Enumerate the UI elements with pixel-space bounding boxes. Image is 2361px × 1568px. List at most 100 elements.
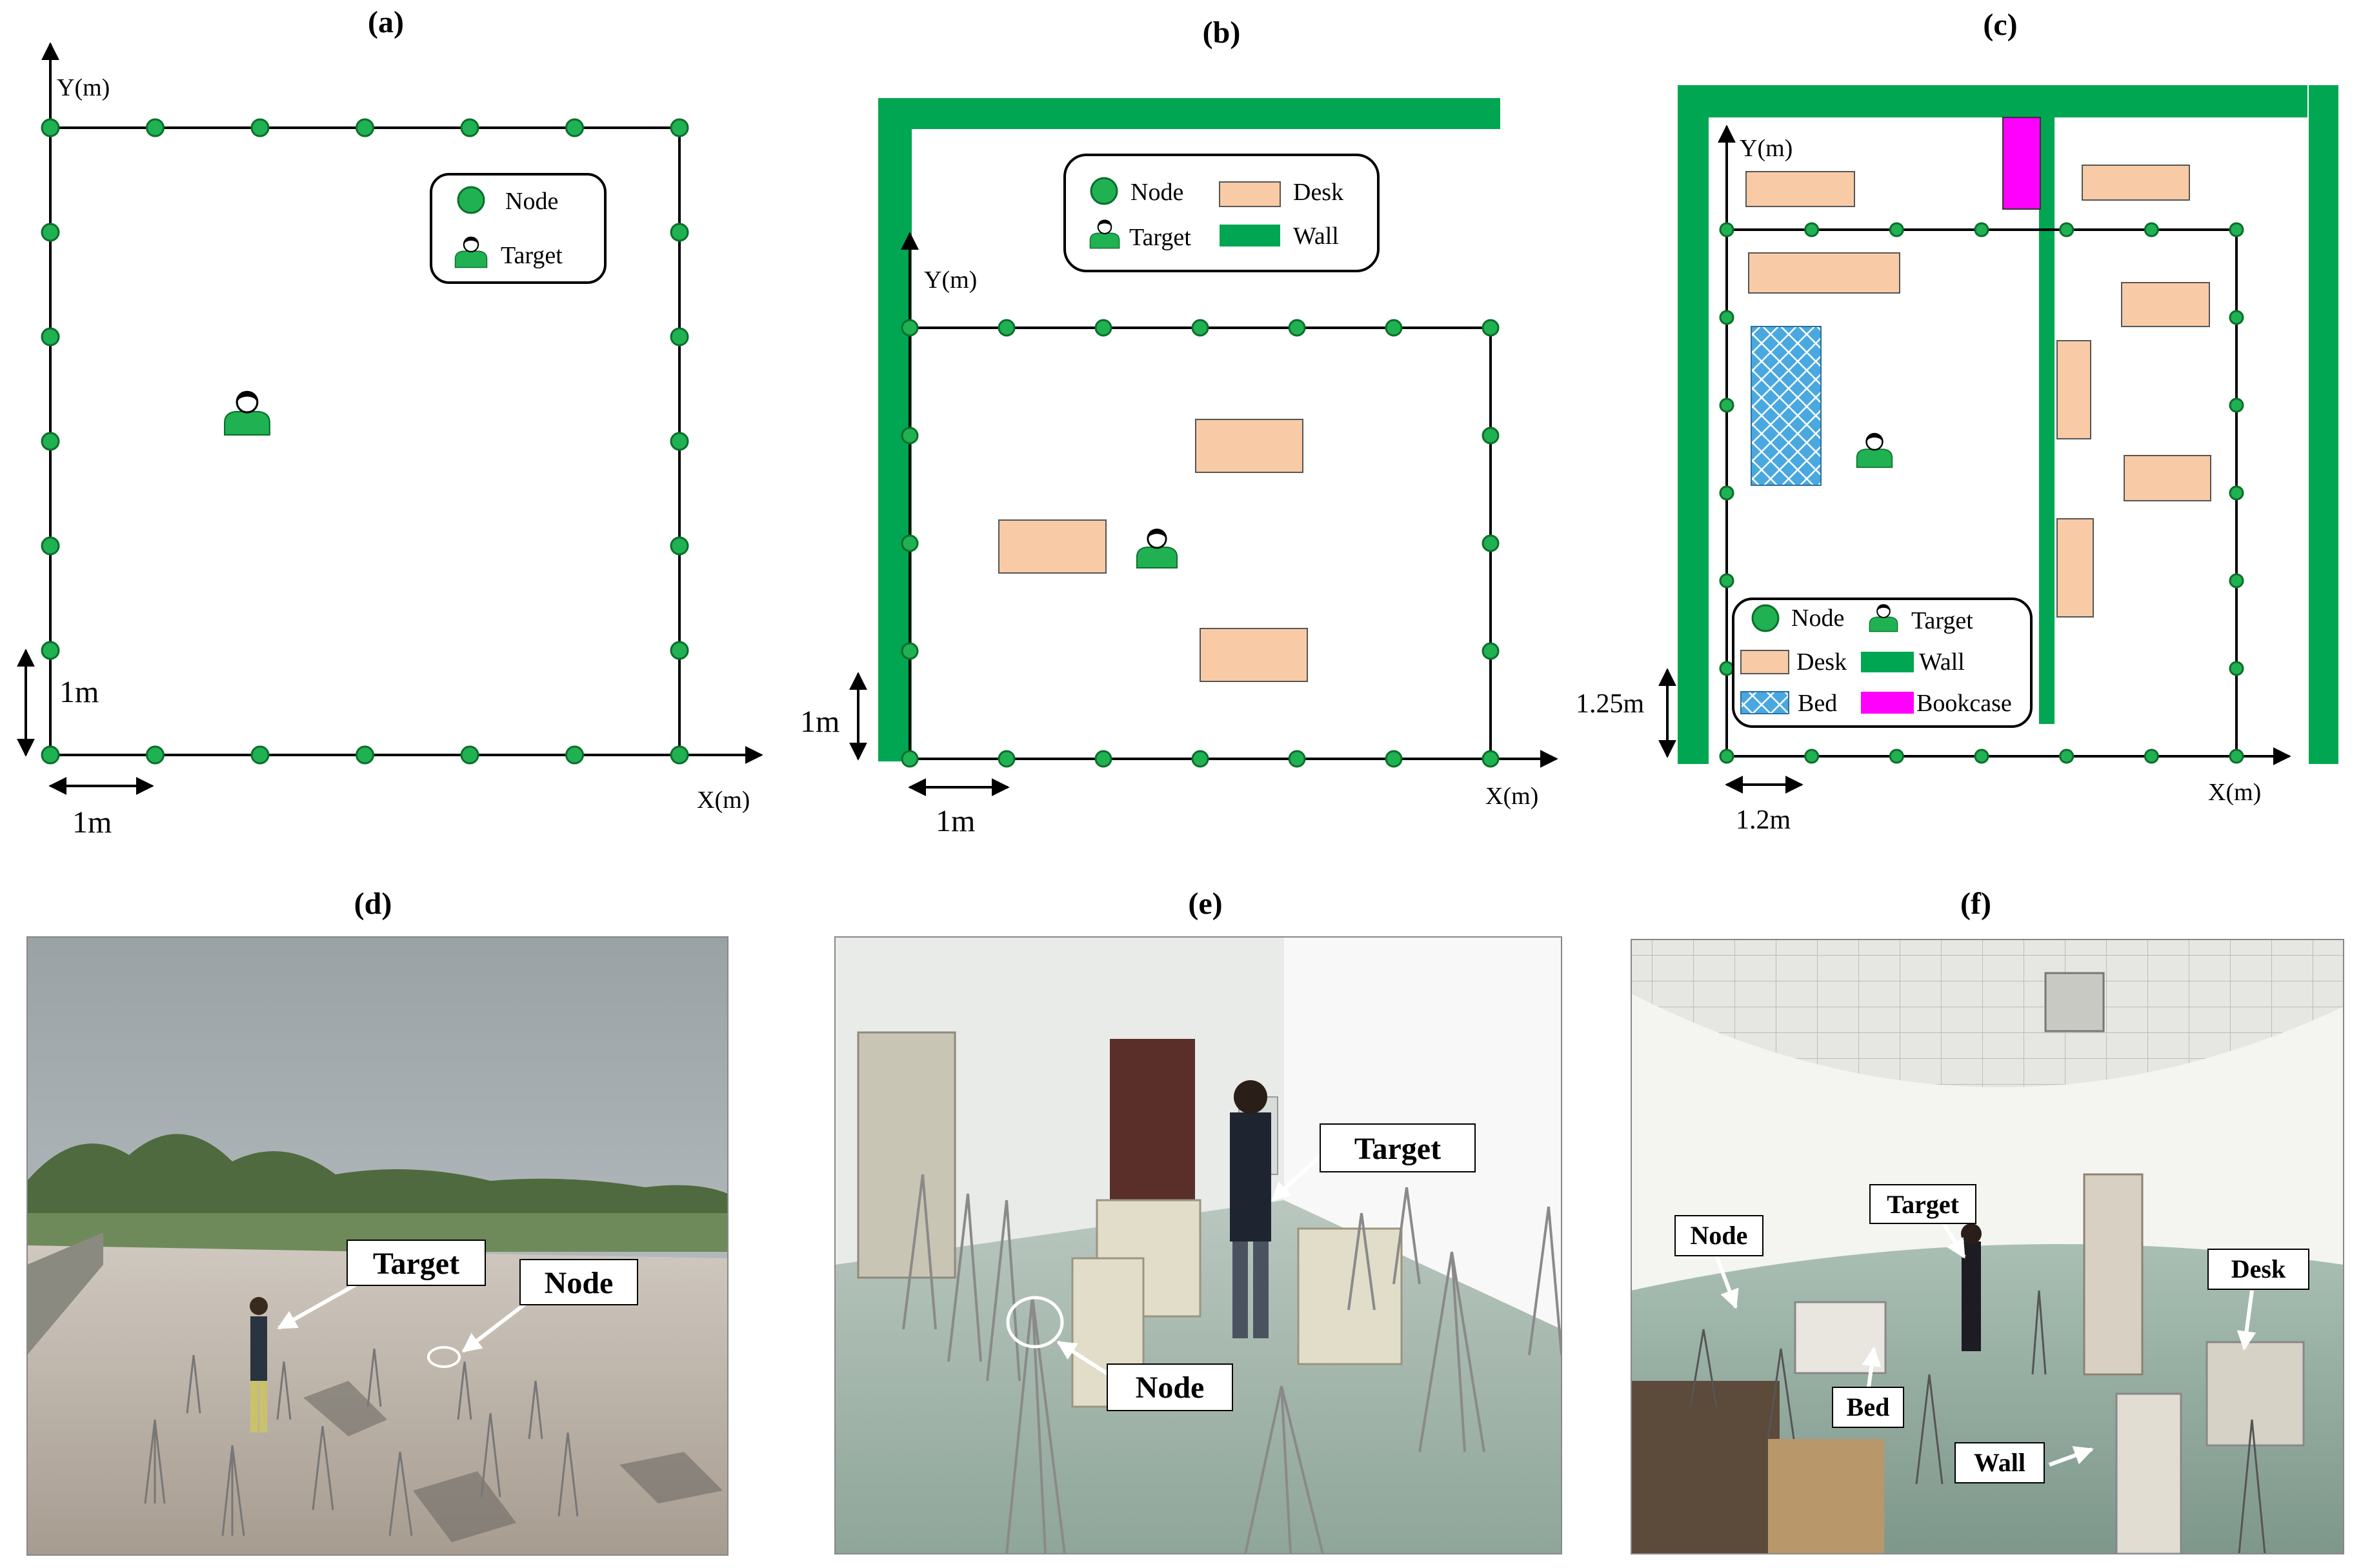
panel-c-desk-4 bbox=[2121, 282, 2210, 327]
panel-a: (a) Y(m) X(m) 1m 1m Node Target bbox=[17, 5, 763, 839]
panel-e-node-label: Node bbox=[1136, 1371, 1205, 1405]
panel-b-dim-y: 1m bbox=[800, 705, 839, 739]
nodes-b-node-0 bbox=[901, 319, 919, 337]
panel-c-wall-left bbox=[1678, 85, 1709, 764]
panel-c-title: (c) bbox=[1983, 8, 2017, 42]
panel-f-desk-callout bbox=[2207, 1249, 2309, 1290]
panel-c-desk-3 bbox=[1748, 252, 1900, 294]
panel-d: (d) bbox=[26, 887, 728, 1556]
panel-f-target-pointer bbox=[1940, 1220, 1966, 1259]
panel-c-nodes bbox=[1719, 222, 2244, 764]
panel-b-title: (b) bbox=[1203, 15, 1241, 50]
panel-f-desk-label: Desk bbox=[2231, 1254, 2286, 1283]
panel-c-desk-2 bbox=[2082, 165, 2190, 201]
nodes-b-node-19 bbox=[1482, 642, 1500, 660]
panel-f-wall-label: Wall bbox=[1974, 1448, 2025, 1477]
panel-b-boundary bbox=[909, 327, 1492, 760]
nodes-b-node-7 bbox=[1191, 750, 1209, 768]
nodes-b-node-2 bbox=[998, 319, 1016, 337]
nodes-b-node-4 bbox=[1094, 319, 1112, 337]
panel-c-legend-desk: Desk bbox=[1796, 648, 1847, 676]
nodes-b-node-17 bbox=[1482, 534, 1500, 552]
panel-a-legend-node-icon bbox=[457, 186, 485, 214]
nodes-a-node-21 bbox=[670, 536, 689, 556]
panel-c-legend-node-icon bbox=[1751, 604, 1780, 632]
panel-b-wall-top bbox=[912, 98, 1500, 129]
panel-b-legend-wall: Wall bbox=[1293, 223, 1339, 250]
nodes-b-node-13 bbox=[1482, 750, 1500, 768]
nodes-b-node-5 bbox=[1094, 750, 1112, 768]
panel-b-desk-1 bbox=[1195, 419, 1303, 473]
nodes-c-node-2 bbox=[1804, 222, 1820, 237]
panel-c-desk-5 bbox=[2124, 455, 2211, 501]
nodes-c-node-9 bbox=[2059, 749, 2075, 764]
panel-e: (e) bbox=[834, 887, 1562, 1554]
panel-f-bed-pointer bbox=[1862, 1347, 1882, 1388]
nodes-b-node-12 bbox=[1482, 319, 1500, 337]
panel-c-legend-bookcase: Bookcase bbox=[1916, 690, 2012, 717]
nodes-b-node-8 bbox=[1288, 319, 1306, 337]
panel-e-target-label: Target bbox=[1354, 1132, 1441, 1166]
nodes-a-node-0 bbox=[41, 118, 60, 137]
panel-b-desk-3 bbox=[1200, 628, 1308, 682]
panel-c-bed bbox=[1751, 326, 1822, 486]
panel-c-wall-right bbox=[2309, 85, 2338, 764]
panel-f-node-label: Node bbox=[1691, 1221, 1748, 1250]
panel-c: (c) Y(m) X(m) 1.25m 1.2m Node Target Des… bbox=[1576, 8, 2338, 835]
nodes-a-node-19 bbox=[670, 432, 689, 451]
nodes-c-node-3 bbox=[1804, 749, 1820, 764]
panel-e-tripods bbox=[902, 1174, 1562, 1554]
nodes-c-node-4 bbox=[1889, 222, 1904, 237]
nodes-c-node-0 bbox=[1719, 222, 1734, 237]
nodes-a-node-18 bbox=[41, 432, 60, 451]
panel-c-desk-1 bbox=[1745, 171, 1855, 207]
panel-a-dim-y: 1m bbox=[59, 675, 99, 709]
panel-e-node-callout bbox=[1107, 1363, 1233, 1411]
panel-c-wall-top bbox=[1709, 85, 2307, 117]
nodes-a-node-17 bbox=[670, 327, 689, 347]
panel-c-desk-7 bbox=[2056, 518, 2094, 618]
panel-d-node-callout bbox=[519, 1259, 638, 1305]
panel-a-legend-target: Target bbox=[501, 242, 563, 269]
nodes-a-node-23 bbox=[670, 641, 689, 660]
nodes-b-node-10 bbox=[1385, 319, 1403, 337]
nodes-a-node-1 bbox=[41, 745, 60, 765]
panel-d-tripods bbox=[144, 1348, 579, 1536]
panel-c-legend-target: Target bbox=[1911, 607, 1973, 634]
panel-b-target-icon bbox=[1136, 528, 1178, 569]
panel-b-legend-wall-swatch bbox=[1220, 225, 1280, 246]
nodes-b-node-6 bbox=[1191, 319, 1209, 337]
nodes-a-node-8 bbox=[460, 118, 479, 137]
nodes-c-node-5 bbox=[1889, 749, 1904, 764]
nodes-c-node-11 bbox=[2144, 749, 2159, 764]
nodes-b-node-16 bbox=[901, 534, 919, 552]
nodes-a-node-22 bbox=[41, 641, 60, 660]
panel-b-dim-x: 1m bbox=[936, 804, 975, 838]
panel-b-nodes bbox=[901, 319, 1500, 768]
nodes-b-node-18 bbox=[901, 642, 919, 660]
panel-d-target-label: Target bbox=[373, 1247, 459, 1281]
panel-a-target-icon bbox=[223, 390, 271, 436]
nodes-b-node-11 bbox=[1385, 750, 1403, 768]
panel-b-legend-desk: Desk bbox=[1293, 179, 1343, 206]
nodes-c-node-6 bbox=[1974, 222, 1989, 237]
nodes-c-node-13 bbox=[2229, 749, 2244, 764]
panel-f: (f) bbox=[1631, 887, 2344, 1554]
panel-a-title: (a) bbox=[368, 5, 404, 39]
nodes-a-node-20 bbox=[41, 536, 60, 556]
panel-f-desk-pointer bbox=[2236, 1290, 2256, 1351]
nodes-c-node-10 bbox=[2144, 222, 2159, 237]
nodes-c-node-7 bbox=[1974, 749, 1989, 764]
panel-c-legend-desk-swatch bbox=[1740, 650, 1789, 674]
nodes-c-node-8 bbox=[2059, 222, 2075, 237]
nodes-c-node-1 bbox=[1719, 749, 1734, 764]
panel-c-dim-y: 1.25m bbox=[1576, 689, 1645, 719]
panel-f-bed-label: Bed bbox=[1847, 1392, 1890, 1422]
nodes-c-node-16 bbox=[1719, 397, 1734, 413]
nodes-a-node-2 bbox=[146, 118, 165, 137]
panel-a-legend-node: Node bbox=[505, 188, 558, 215]
nodes-c-node-21 bbox=[2229, 573, 2244, 588]
nodes-b-node-15 bbox=[1482, 427, 1500, 445]
panel-c-bookcase bbox=[2002, 117, 2041, 210]
